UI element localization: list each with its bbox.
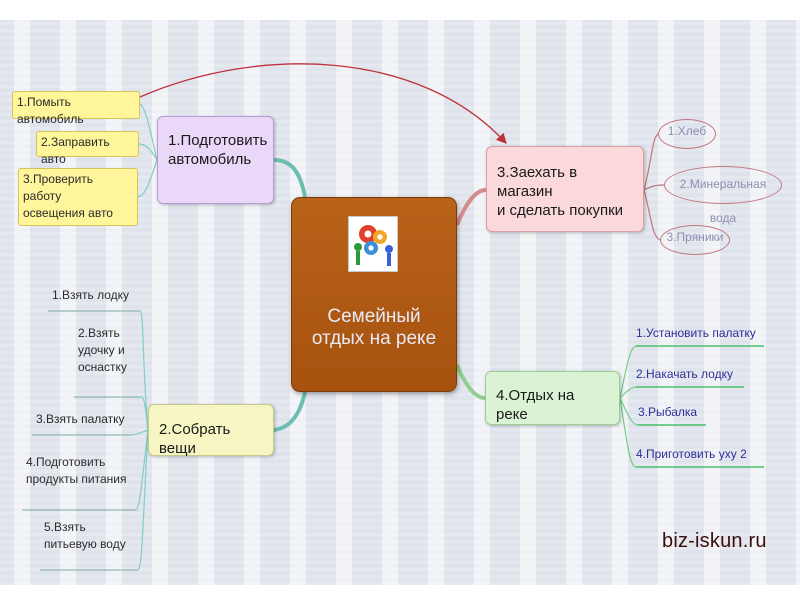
teamwork-gears-icon [348, 216, 398, 272]
topic-river-rest[interactable]: 4.Отдых на реке [485, 371, 620, 425]
branch2-underlines [22, 310, 140, 571]
central-topic[interactable]: Семейный отдых на реке [291, 197, 457, 392]
link-center-branch3 [455, 188, 487, 226]
subtopic-cook-fish-soup[interactable]: 4.Приготовить уху 2 [636, 447, 747, 461]
central-topic-title: Семейный отдых на реке [311, 306, 437, 349]
site-watermark: biz-iskun.ru [662, 530, 767, 552]
connector-lines [22, 63, 764, 571]
subtopic-gingerbread[interactable]: 3.Пряники [660, 225, 730, 255]
branch1-links [137, 103, 158, 198]
subtopic-take-tent[interactable]: 3.Взять палатку [36, 412, 125, 426]
mind-map-canvas: Семейный отдых на реке 1.Подготовить авт… [0, 20, 800, 585]
link-center-branch1 [273, 158, 307, 198]
subtopic-wash-car[interactable]: 1.Помыть автомобиль [12, 91, 140, 126]
link-center-branch2 [273, 391, 307, 432]
branch4-links [619, 345, 639, 468]
subtopic-set-tent[interactable]: 1.Установить палатку [636, 326, 756, 340]
subtopic-refuel-car[interactable]: 2.Заправить авто [36, 131, 139, 166]
subtopic-take-rod[interactable]: 2.Взять удочку и оснастку [78, 326, 127, 374]
subtopic-prepare-food[interactable]: 4.Подготовить продукты питания [26, 455, 127, 486]
subtopic-fishing[interactable]: 3.Рыбалка [638, 405, 698, 419]
topic-pack-things[interactable]: 2.Собрать вещи [148, 404, 274, 457]
relationship-arrow [139, 63, 507, 144]
subtopic-inflate-boat[interactable]: 2.Накачать лодку [636, 367, 733, 381]
branch3-links [643, 133, 665, 241]
subtopic-take-water[interactable]: 5.Взять питьевую воду [44, 520, 126, 551]
branch2-links [131, 310, 149, 571]
subtopic-mineral-water[interactable]: 2.Минеральная вода [664, 166, 782, 225]
topic-shop-purchases[interactable]: 3.Заехать в магазин и сделать покупки [486, 146, 644, 232]
subtopic-take-boat[interactable]: 1.Взять лодку [52, 288, 130, 302]
topic-prepare-car[interactable]: 1.Подготовить автомобиль [157, 116, 274, 204]
subtopic-bread[interactable]: 1.Хлеб [658, 119, 716, 149]
subtopic-check-lights[interactable]: 3.Проверить работу освещения авто [18, 168, 138, 226]
link-center-branch4 [455, 364, 486, 400]
branch4-underlines [636, 345, 764, 468]
